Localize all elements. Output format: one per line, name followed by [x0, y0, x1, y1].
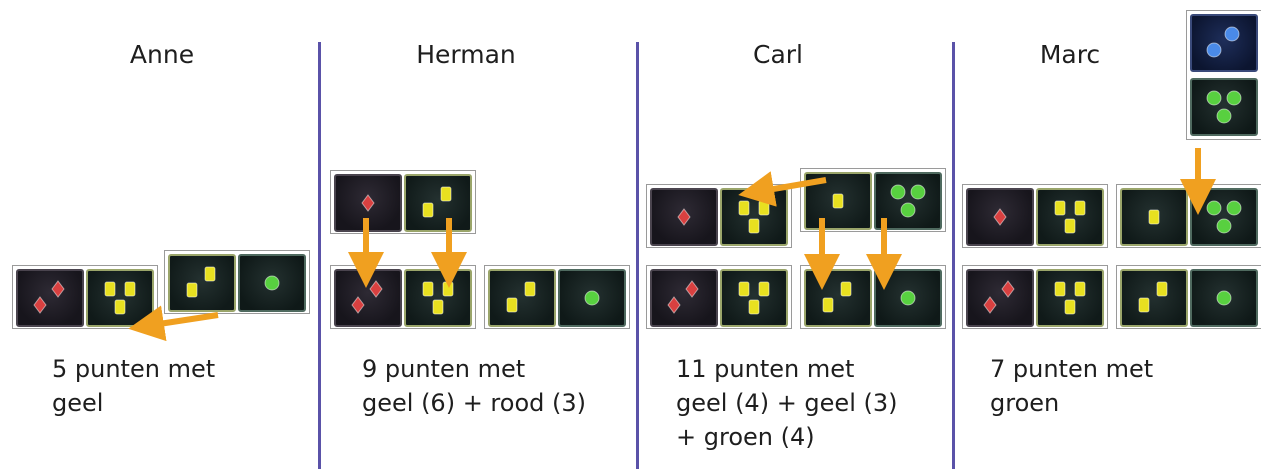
yellow-tile [168, 254, 236, 312]
green-gem-icon [1216, 290, 1232, 306]
green-tile [1190, 78, 1258, 136]
yellow-gem-icon [822, 281, 852, 313]
caption-line: groen [990, 389, 1060, 417]
green-tile [238, 254, 306, 312]
red-tile [334, 269, 402, 327]
red-tile [966, 188, 1034, 246]
domino-tile [484, 265, 630, 329]
green-gem-icon [1206, 90, 1242, 124]
score-caption-anne: 5 punten met geel [52, 352, 215, 420]
domino-tile [1186, 10, 1261, 140]
green-tile [1190, 269, 1258, 327]
yellow-gem-icon [832, 193, 844, 209]
caption-line: 7 punten met [990, 355, 1154, 383]
yellow-tile [488, 269, 556, 327]
blue-gem-icon [1206, 26, 1240, 58]
player-name-carl: Carl [753, 40, 803, 69]
red-tile [966, 269, 1034, 327]
yellow-tile [1120, 188, 1188, 246]
yellow-tile [1120, 269, 1188, 327]
red-tile [16, 269, 84, 327]
domino-tile [646, 265, 792, 329]
red-tile [650, 188, 718, 246]
red-tile [650, 269, 718, 327]
caption-line: 5 punten met [52, 355, 216, 383]
yellow-gem-icon [1054, 200, 1086, 234]
yellow-tile [1036, 188, 1104, 246]
caption-line: geel [52, 389, 104, 417]
caption-line: geel (4) + geel (3) [676, 389, 898, 417]
yellow-tile [1036, 269, 1104, 327]
column-divider [952, 42, 955, 469]
domino-tile [164, 250, 310, 314]
domino-tile [962, 265, 1108, 329]
player-name-herman: Herman [416, 40, 516, 69]
player-name-anne: Anne [129, 40, 195, 69]
caption-line: + groen (4) [676, 423, 815, 451]
yellow-gem-icon [104, 281, 136, 315]
yellow-tile [720, 269, 788, 327]
green-tile [558, 269, 626, 327]
green-gem-icon [890, 184, 926, 218]
yellow-gem-icon [506, 281, 536, 313]
domino-tile [12, 265, 158, 329]
player-name-marc: Marc [1039, 40, 1101, 69]
red-gem-icon [33, 280, 65, 314]
caption-line: 11 punten met [676, 355, 855, 383]
arrow-icon [128, 305, 219, 342]
green-gem-icon [584, 290, 600, 306]
caption-line: 9 punten met [362, 355, 526, 383]
yellow-tile [404, 174, 472, 232]
green-gem-icon [900, 290, 916, 306]
red-gem-icon [361, 194, 375, 212]
red-gem-icon [677, 208, 691, 226]
red-gem-icon [983, 280, 1015, 314]
yellow-gem-icon [422, 186, 452, 218]
domino-tile [962, 184, 1108, 248]
green-gem-icon [264, 275, 280, 291]
score-caption-marc: 7 punten met groen [990, 352, 1153, 420]
yellow-tile [86, 269, 154, 327]
yellow-gem-icon [1138, 281, 1168, 313]
blue-tile [1190, 14, 1258, 72]
yellow-gem-icon [738, 281, 770, 315]
caption-line: geel (6) + rood (3) [362, 389, 586, 417]
score-caption-herman: 9 punten met geel (6) + rood (3) [362, 352, 586, 420]
red-gem-icon [667, 280, 699, 314]
yellow-gem-icon [1148, 209, 1160, 225]
arrow-icon [738, 171, 827, 207]
score-caption-carl: 11 punten met geel (4) + geel (3) + groe… [676, 352, 897, 454]
yellow-gem-icon [1054, 281, 1086, 315]
domino-tile [330, 170, 476, 234]
yellow-gem-icon [186, 266, 216, 298]
domino-tile [1116, 265, 1261, 329]
red-gem-icon [993, 208, 1007, 226]
column-divider [318, 42, 321, 469]
column-divider [636, 42, 639, 469]
